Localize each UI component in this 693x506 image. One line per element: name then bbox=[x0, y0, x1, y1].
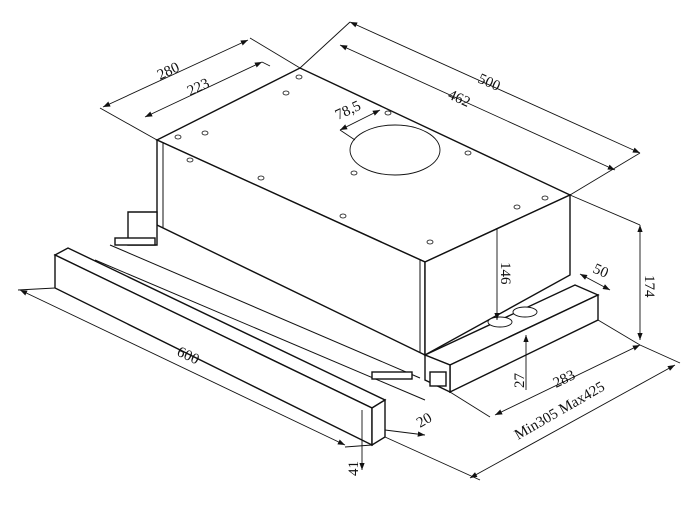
label-width-outer: 500 bbox=[475, 71, 502, 95]
label-depth-inner: 223 bbox=[185, 76, 212, 100]
label-front-height: 41 bbox=[346, 461, 362, 476]
label-module-depth: 50 bbox=[590, 261, 610, 282]
label-module-width: 283 bbox=[551, 367, 578, 391]
air-outlet-hole bbox=[349, 124, 441, 176]
label-front-thickness: 20 bbox=[414, 410, 435, 431]
label-body-height: 146 bbox=[497, 262, 513, 285]
dimension-lines bbox=[17, 21, 681, 481]
label-module-height: 27 bbox=[512, 373, 528, 389]
label-depth-outer: 280 bbox=[155, 60, 182, 84]
label-total-height: 174 bbox=[641, 275, 657, 298]
label-width-inner: 462 bbox=[445, 87, 472, 111]
hood-body bbox=[155, 67, 572, 357]
